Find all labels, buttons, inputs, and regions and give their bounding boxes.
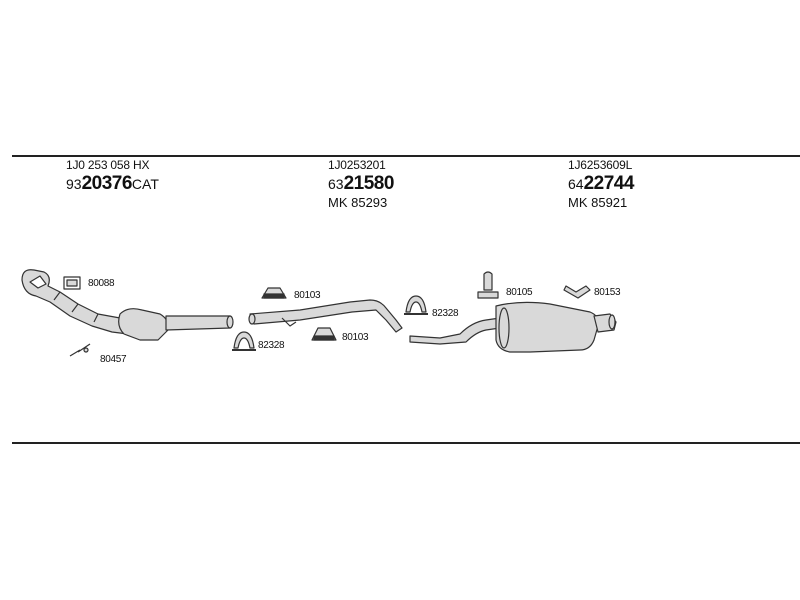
rear-silencer-assembly bbox=[409, 301, 617, 353]
oe-number: 1J0253201 bbox=[328, 158, 386, 172]
bracket-icon bbox=[563, 285, 591, 299]
group-middle-pipe-header: 1J0253201 6321580 MK 85293 bbox=[328, 158, 394, 210]
group-rear-silencer-header: 1J6253609L 6422744 MK 85921 bbox=[568, 158, 634, 210]
part-label-clamp-left: 82328 bbox=[258, 340, 285, 351]
mk-number: MK 85293 bbox=[328, 195, 388, 210]
part-label-mount-upper: 80103 bbox=[294, 290, 321, 301]
middle-pipe bbox=[248, 299, 403, 333]
oe-number: 1J6253609L bbox=[568, 158, 633, 172]
bolts-icon bbox=[69, 343, 91, 357]
part-label-bolts: 80457 bbox=[100, 354, 127, 365]
bottom-divider bbox=[12, 442, 800, 444]
group-catalytic-converter-header: 1J0 253 058 HX 9320376CAT bbox=[66, 158, 159, 195]
part-label-rubber-hanger: 80105 bbox=[506, 287, 533, 298]
part-label-clamp-right: 82328 bbox=[432, 308, 459, 319]
part-number: 6321580 bbox=[328, 173, 394, 194]
part-number: 6422744 bbox=[568, 173, 634, 194]
part-label-gasket: 80088 bbox=[88, 278, 115, 289]
gasket-icon bbox=[63, 276, 81, 290]
part-number: 9320376CAT bbox=[66, 173, 159, 194]
catalytic-converter-assembly bbox=[21, 269, 234, 341]
clamp-icon bbox=[232, 331, 256, 351]
mount-icon bbox=[261, 287, 287, 299]
mk-number: MK 85921 bbox=[568, 195, 628, 210]
clamp-icon bbox=[404, 295, 428, 315]
mount-icon bbox=[311, 327, 337, 341]
oe-number: 1J0 253 058 HX bbox=[66, 158, 150, 172]
part-label-mount-lower: 80103 bbox=[342, 332, 369, 343]
rubber-hanger-icon bbox=[477, 271, 499, 299]
part-label-bracket: 80153 bbox=[594, 287, 621, 298]
top-divider bbox=[12, 155, 800, 157]
